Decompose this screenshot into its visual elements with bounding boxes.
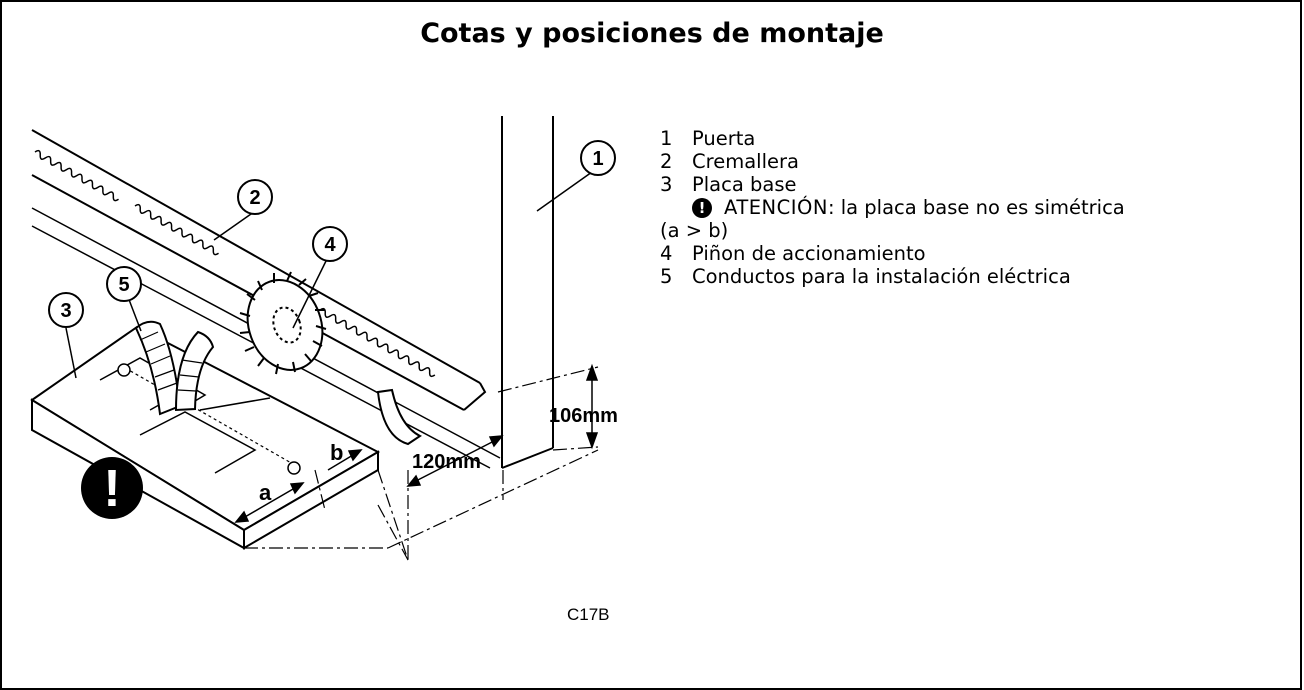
svg-text:3: 3 — [60, 300, 71, 322]
svg-text:5: 5 — [118, 274, 129, 296]
legend-label: Cremallera — [692, 150, 799, 173]
rack — [31, 129, 487, 411]
legend-number: 5 — [660, 265, 673, 288]
callout-1: 1 — [580, 140, 616, 176]
callout-leaders — [65, 171, 593, 379]
legend-item: 3 Placa base — [660, 173, 1125, 196]
callout-2: 2 — [237, 179, 273, 215]
svg-text:4: 4 — [324, 234, 336, 256]
exclamation-circle-icon: ! — [692, 197, 712, 218]
legend: 1 Puerta 2 Cremallera 3 Placa base ! ATE… — [660, 127, 1125, 288]
base-plate — [30, 325, 381, 550]
dimension-height-label: 106mm — [549, 405, 618, 427]
legend-number: 3 — [660, 173, 673, 196]
warning-text: : la placa base no es simétrica — [827, 196, 1125, 219]
svg-text:!: ! — [103, 460, 120, 518]
drive-pinion — [239, 271, 327, 375]
gate-roller — [376, 388, 422, 446]
legend-label: Placa base — [692, 173, 797, 196]
page-title: Cotas y posiciones de montaje — [420, 18, 884, 49]
warning-continuation: (a > b) — [660, 219, 729, 242]
legend-number: 2 — [660, 150, 673, 173]
rack-teeth — [34, 149, 119, 202]
warning-icon: ! — [81, 457, 143, 519]
warning-label: ATENCIÓN — [724, 196, 828, 219]
legend-item: 4 Piñon de accionamiento — [660, 242, 1125, 265]
dimension-arrows — [234, 363, 599, 523]
legend-warning: ! ATENCIÓN : la placa base no es simétri… — [660, 196, 1125, 219]
svg-text:1: 1 — [592, 148, 603, 170]
gate — [501, 116, 554, 469]
legend-warning-continuation: (a > b) — [660, 219, 1125, 242]
legend-number: 1 — [660, 127, 673, 150]
legend-label: Piñon de accionamiento — [692, 242, 926, 265]
dimension-width-label: 120mm — [412, 451, 481, 473]
callout-3: 3 — [48, 292, 84, 328]
legend-item: 2 Cremallera — [660, 150, 1125, 173]
legend-label: Puerta — [692, 127, 756, 150]
dimension-lines — [244, 366, 599, 561]
callout-5: 5 — [106, 266, 142, 302]
legend-item: 1 Puerta — [660, 127, 1125, 150]
legend-item: 5 Conductos para la instalación eléctric… — [660, 265, 1125, 288]
dimension-b-label: b — [330, 440, 343, 465]
legend-label: Conductos para la instalación eléctrica — [692, 265, 1071, 288]
figure-code: C17B — [567, 605, 610, 624]
dimension-a-label: a — [259, 480, 272, 505]
legend-number: 4 — [660, 242, 673, 265]
electrical-conduits — [134, 320, 215, 416]
callout-4: 4 — [312, 226, 348, 262]
svg-text:2: 2 — [249, 187, 260, 209]
